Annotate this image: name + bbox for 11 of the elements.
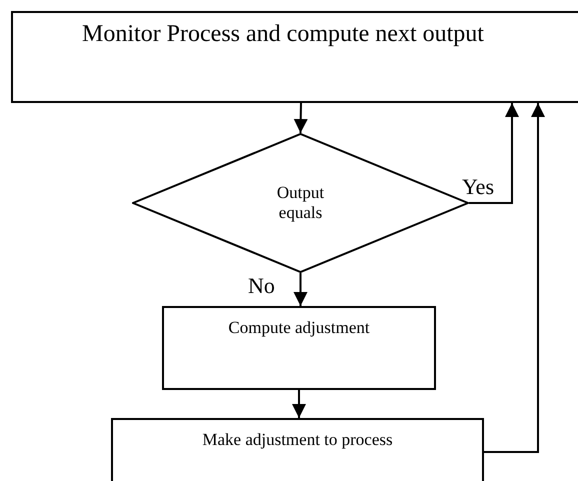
arrow <box>292 390 306 418</box>
process-box <box>162 306 436 390</box>
arrow <box>294 273 308 306</box>
node-text: Compute adjustment <box>228 318 370 338</box>
node-text: Output equals <box>276 183 326 223</box>
arrow <box>469 103 519 204</box>
arrow <box>294 102 308 134</box>
process-box <box>111 418 484 481</box>
process-box <box>11 11 578 103</box>
node-text: Make adjustment to process <box>202 430 393 450</box>
node-text: Monitor Process and compute next output <box>82 21 484 48</box>
